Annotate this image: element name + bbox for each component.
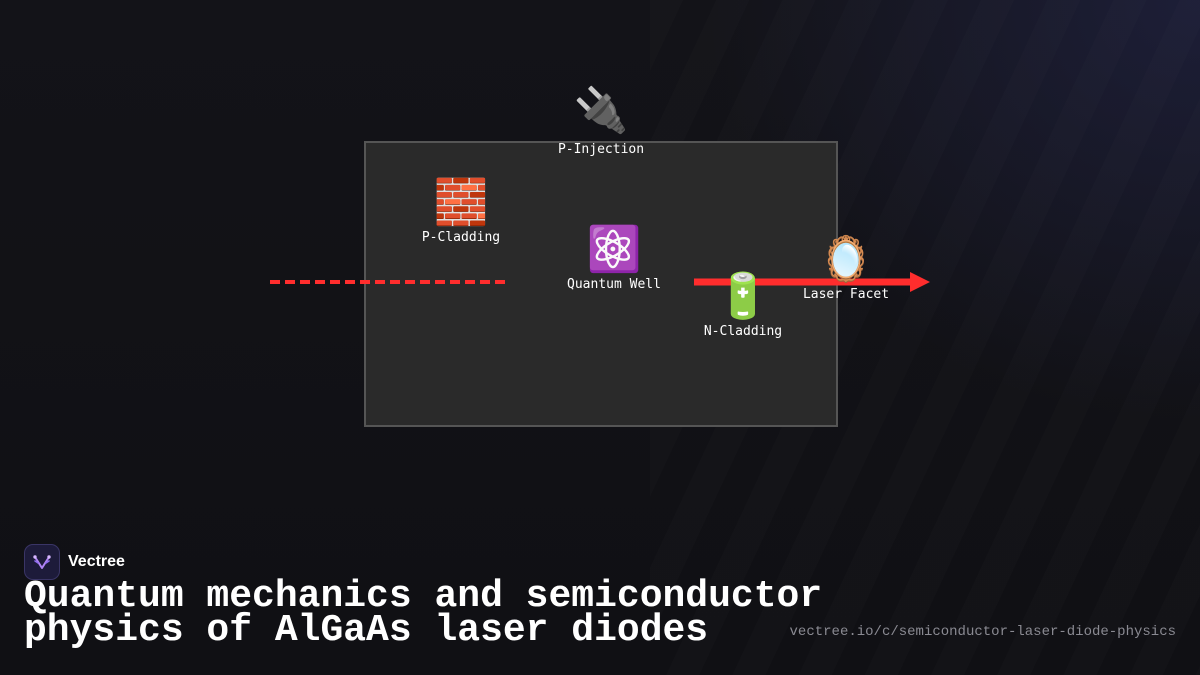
vectree-logo-icon [24, 544, 60, 580]
quantum-well-label: Quantum Well [567, 277, 661, 292]
brand-name: Vectree [68, 553, 125, 570]
plug-icon: 🔌 [573, 85, 629, 136]
brand[interactable]: Vectree [24, 544, 125, 580]
n-cladding-label: N-Cladding [703, 324, 783, 339]
n-cladding-node: 🔋 N-Cladding [688, 271, 798, 340]
brick-wall-icon: 🧱 [433, 177, 489, 228]
battery-icon: 🔋 [715, 271, 771, 322]
source-url[interactable]: vectree.io/c/semiconductor-laser-diode-p… [789, 624, 1176, 640]
quantum-well-node: ⚛️ Quantum Well [556, 224, 672, 293]
p-injection-label: P-Injection [557, 142, 645, 157]
laser-facet-node: 🪞 Laser Facet [788, 234, 904, 303]
laser-facet-label: Laser Facet [802, 287, 890, 302]
p-injection-node: 🔌 P-Injection [546, 85, 656, 158]
p-cladding-node: 🧱 P-Cladding [406, 177, 516, 246]
output-beam-arrowhead [910, 272, 930, 292]
mirror-icon: 🪞 [818, 234, 874, 285]
page-title: Quantum mechanics and semiconductor phys… [24, 575, 823, 652]
atom-icon: ⚛️ [586, 224, 642, 275]
p-cladding-label: P-Cladding [421, 230, 501, 245]
